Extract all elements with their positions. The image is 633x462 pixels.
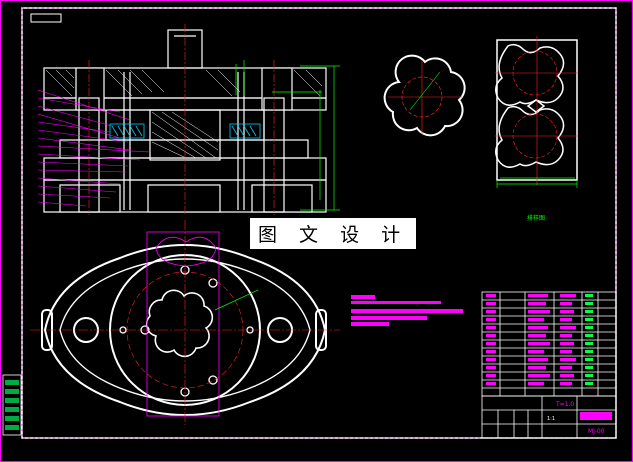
revision-strip	[2, 374, 22, 436]
title-block	[481, 395, 617, 439]
strip-layout-label: 排样图	[527, 214, 545, 222]
part-leaders-left	[37, 89, 151, 207]
section-hatching	[45, 69, 323, 159]
plan-view-blank-outline	[155, 236, 217, 267]
material-thickness: T=1.0	[555, 401, 574, 408]
technical-notes	[351, 295, 463, 326]
parts-list-entries	[486, 294, 576, 385]
section-center-lines	[88, 24, 275, 215]
title-block-name-field	[580, 412, 612, 420]
plan-view-diameter-dimension	[214, 289, 259, 311]
plan-view-center-lines	[30, 220, 340, 425]
parts-list-table	[481, 291, 617, 397]
strip-layout-center-lines	[495, 36, 578, 186]
blank-part-view	[383, 54, 466, 137]
watermark-text: 图 文 设 计	[250, 218, 417, 249]
drawing-number: MJ-00	[588, 428, 605, 435]
plan-view-small-holes	[119, 265, 254, 397]
parts-list-qty-marks	[585, 294, 593, 385]
section-dimensions	[235, 60, 340, 211]
drawing-scale: 1:1	[547, 416, 555, 422]
strip-layout-view	[495, 39, 578, 181]
strip-layout-dimensions	[496, 177, 578, 188]
strip-material-hatch	[109, 123, 261, 139]
